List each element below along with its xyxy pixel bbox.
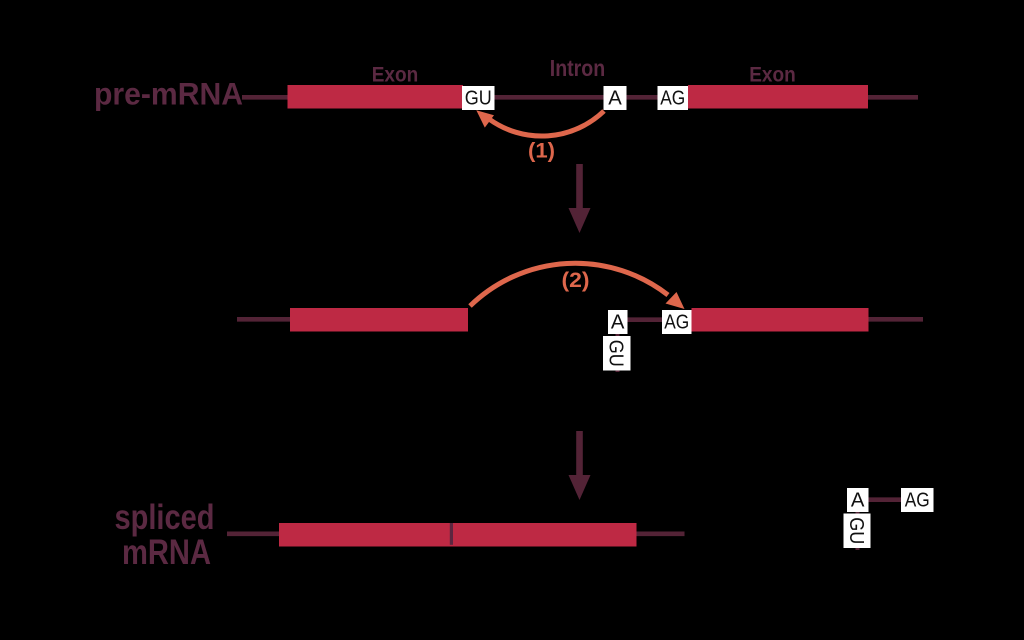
svg-text:A: A — [851, 490, 865, 512]
svg-text:A: A — [611, 312, 625, 334]
svg-text:AG: AG — [905, 489, 930, 511]
svg-text:Exon: Exon — [749, 63, 796, 87]
svg-text:Exon: Exon — [372, 63, 419, 87]
svg-text:GU: GU — [465, 87, 492, 109]
svg-text:GU: GU — [845, 517, 867, 544]
svg-text:mRNA: mRNA — [122, 532, 211, 572]
svg-text:spliced: spliced — [115, 497, 215, 537]
svg-text:AG: AG — [660, 87, 685, 109]
svg-text:A: A — [608, 87, 622, 109]
svg-text:GU: GU — [605, 340, 627, 367]
svg-text:(2): (2) — [562, 269, 590, 292]
svg-text:(1): (1) — [528, 140, 555, 163]
svg-text:Intron: Intron — [550, 55, 606, 81]
svg-text:AG: AG — [664, 311, 689, 333]
svg-text:pre-mRNA: pre-mRNA — [94, 75, 243, 111]
